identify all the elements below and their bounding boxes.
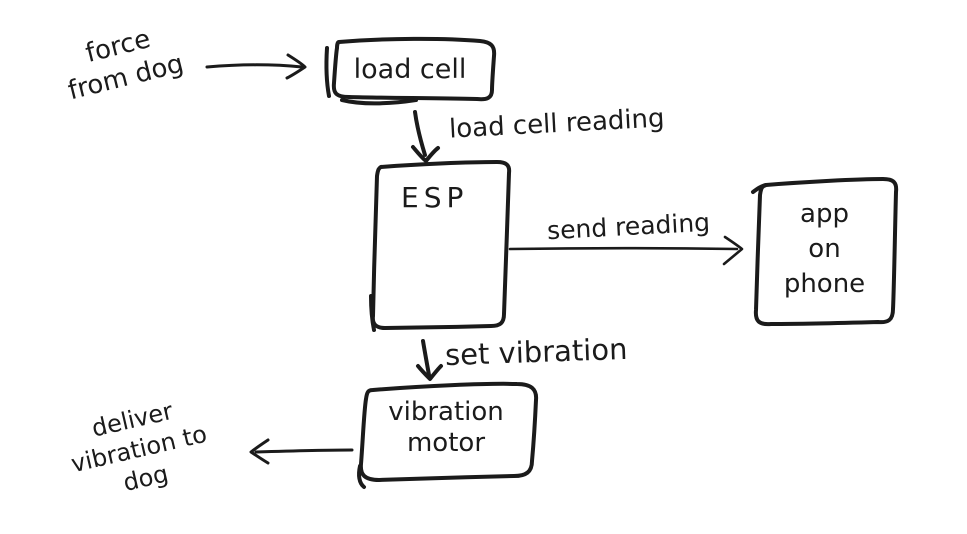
- arrow-esp-to-vibration-motor-head: [416, 364, 443, 381]
- esp-box-corner-tick: [369, 294, 376, 332]
- node-app-on-phone-line2: on: [808, 234, 841, 264]
- arrow-motor-to-deliver-head: [249, 438, 270, 465]
- arrow-esp-to-app: [508, 246, 739, 251]
- node-vibration-motor-line1: vibration: [388, 397, 504, 427]
- arrow-esp-to-app-head: [722, 235, 744, 266]
- node-load-cell-label: load cell: [353, 54, 467, 85]
- edge-label-set-vibration: set vibration: [444, 331, 628, 373]
- node-app-on-phone-label: app on phone: [753, 197, 896, 302]
- esp-box-outline: [370, 160, 512, 330]
- arrow-motor-to-deliver: [254, 448, 354, 454]
- vibration-motor-box-corner-tick: [357, 464, 366, 489]
- node-vibration-motor-label: vibration motor: [357, 397, 535, 459]
- arrow-load-cell-to-esp-head: [411, 145, 440, 163]
- node-vibration-motor-line2: motor: [406, 428, 486, 458]
- load-cell-box-bottom-stroke: [340, 98, 418, 106]
- app-on-phone-box-corner-tick: [751, 183, 768, 194]
- arrow-force-to-load-cell-head: [285, 53, 307, 80]
- node-app-on-phone-line3: phone: [783, 269, 866, 299]
- app-on-phone-box-outline: [753, 177, 899, 327]
- vibration-motor-box-outline: [358, 381, 539, 482]
- arrow-force-to-load-cell: [205, 63, 304, 69]
- load-cell-box-left-tick: [324, 46, 331, 98]
- arrow-esp-to-vibration-motor: [421, 339, 431, 377]
- node-app-on-phone-line1: app: [800, 199, 849, 229]
- load-cell-box-outline: [331, 36, 497, 102]
- arrow-load-cell-to-esp: [413, 110, 427, 157]
- node-esp-label: ESP: [401, 181, 469, 214]
